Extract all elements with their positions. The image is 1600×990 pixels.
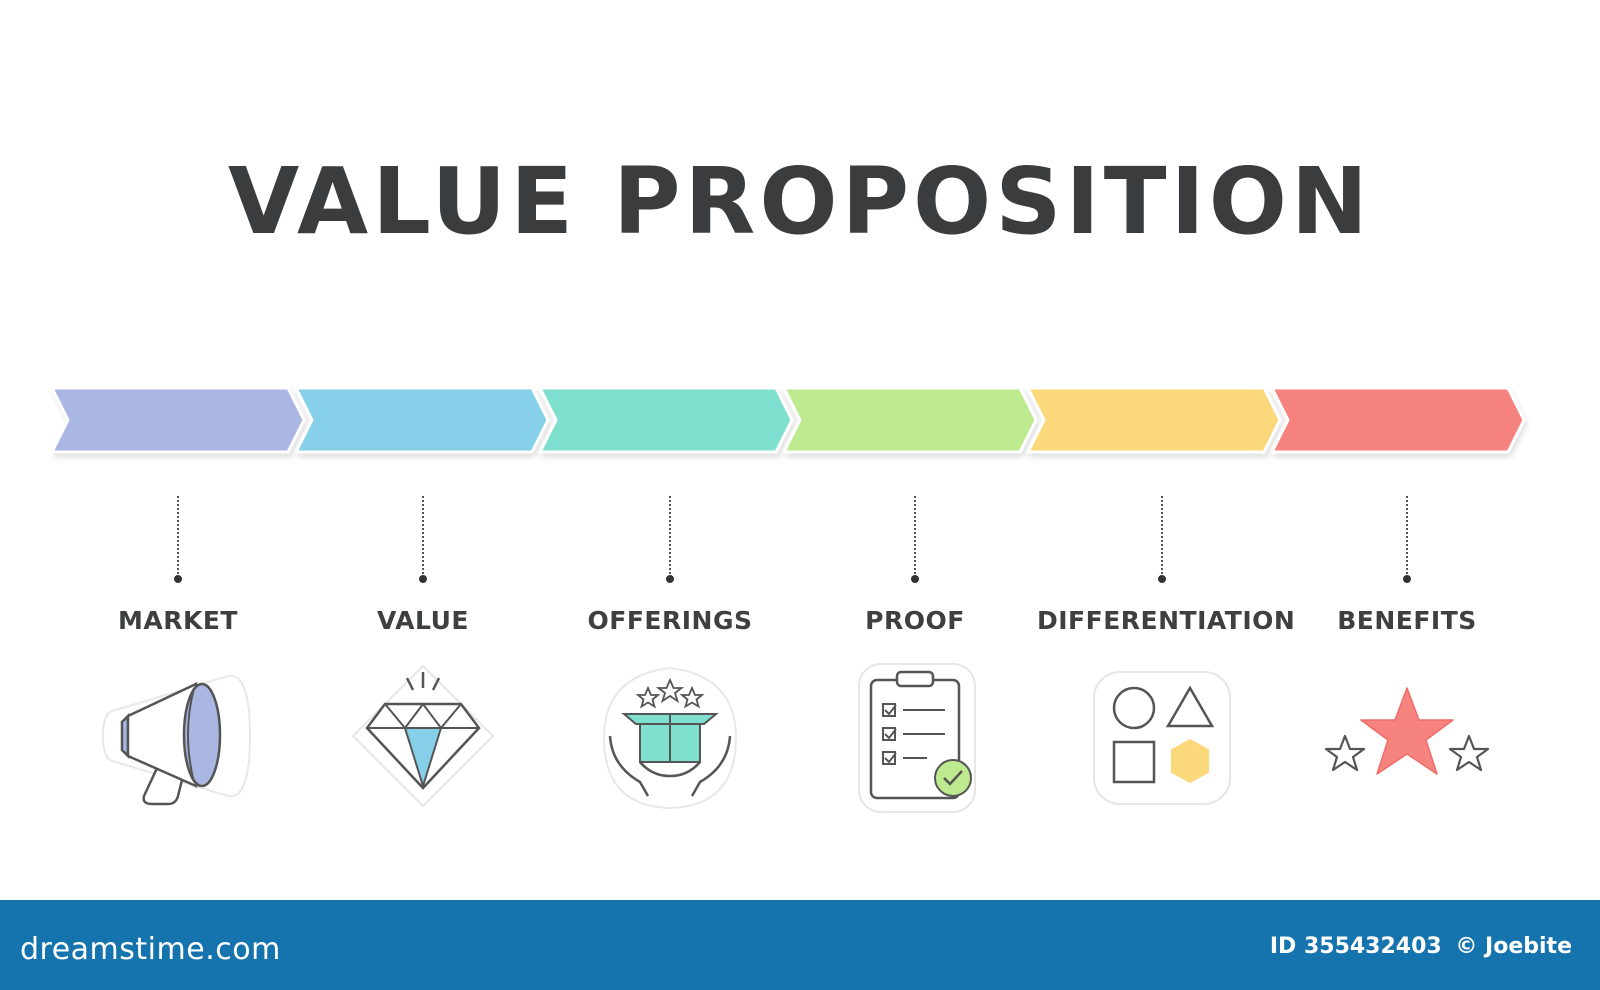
dotted-connector xyxy=(177,496,179,578)
step-label-value: VALUE xyxy=(377,606,469,635)
chevron-benefits xyxy=(1270,386,1526,454)
chevron-proof xyxy=(782,386,1038,454)
chevron-offerings xyxy=(538,386,794,454)
chevron-arrows xyxy=(50,386,1526,454)
brand-watermark[interactable]: dreamstime.com xyxy=(20,932,281,967)
step-benefits: BENEFITS xyxy=(1282,490,1532,850)
step-differentiation: DIFFERENTIATION xyxy=(1037,490,1296,850)
step-label-market: MARKET xyxy=(118,606,238,635)
connector-dot xyxy=(911,575,919,583)
dotted-connector xyxy=(914,496,916,578)
step-label-differentiation: DIFFERENTIATION xyxy=(1037,606,1296,635)
gift-box-hands-icon xyxy=(590,658,750,818)
clipboard-checklist-icon xyxy=(835,658,995,818)
image-credit: ID 355432403 © Joebite xyxy=(1264,934,1572,959)
chevron-value xyxy=(294,386,550,454)
connector-dot xyxy=(666,575,674,583)
footer-bar: dreamstime.com ID 355432403 © Joebite xyxy=(0,900,1600,990)
step-offerings: OFFERINGS xyxy=(545,490,795,850)
stars-icon xyxy=(1324,658,1490,818)
dotted-connector xyxy=(669,496,671,578)
step-label-benefits: BENEFITS xyxy=(1337,606,1477,635)
diamond-icon xyxy=(343,658,503,818)
connector-dot xyxy=(1158,575,1166,583)
connector-dot xyxy=(1403,575,1411,583)
chevron-process-bar xyxy=(0,380,1600,480)
step-label-offerings: OFFERINGS xyxy=(587,606,753,635)
step-label-proof: PROOF xyxy=(865,606,965,635)
dotted-connector xyxy=(1161,496,1163,578)
step-proof: PROOF xyxy=(790,490,1040,850)
step-market: MARKET xyxy=(53,490,303,850)
chevron-differentiation xyxy=(1026,386,1282,454)
dotted-connector xyxy=(422,496,424,578)
chevron-market xyxy=(50,386,306,454)
connector-dot xyxy=(174,575,182,583)
dotted-connector xyxy=(1406,496,1408,578)
megaphone-icon xyxy=(98,658,258,818)
step-value: VALUE xyxy=(298,490,548,850)
connector-dot xyxy=(419,575,427,583)
shapes-icon xyxy=(1082,658,1242,818)
diagram-title: VALUE PROPOSITION xyxy=(228,148,1372,255)
image-id: ID 355432403 xyxy=(1269,934,1442,959)
copyright-author: © Joebite xyxy=(1455,934,1572,959)
